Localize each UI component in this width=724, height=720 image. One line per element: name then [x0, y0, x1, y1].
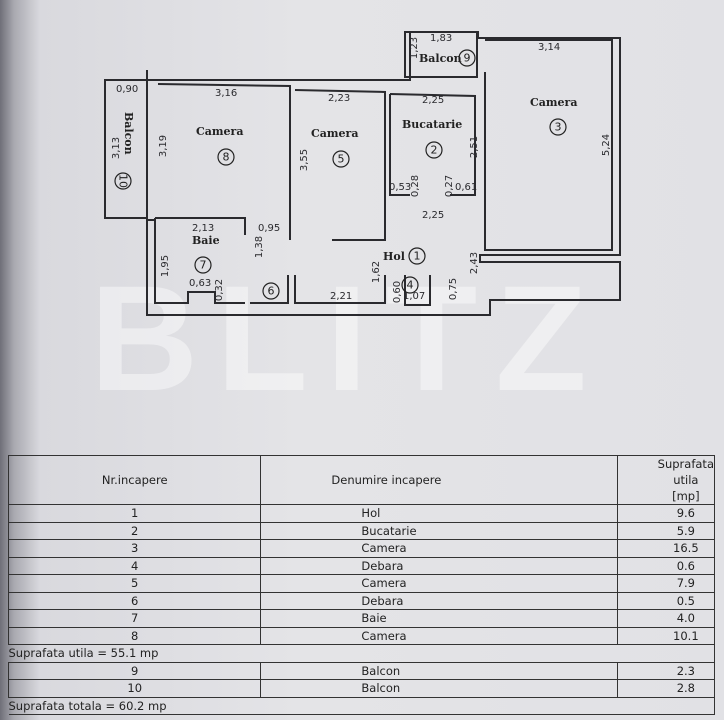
svg-text:2,43: 2,43: [469, 252, 480, 274]
room-area-cell: 10.1: [616, 626, 716, 645]
dimension-labels: 1,83 3,14 1,23 0,90 3,16 2,23 2,25 5,24 …: [111, 33, 612, 303]
room-area-cell: 0.6: [616, 556, 716, 575]
room-number-cell: 9: [7, 661, 262, 680]
watermark-logo: BLITZ: [90, 254, 605, 422]
svg-text:0,27: 0,27: [444, 175, 455, 197]
svg-text:3,16: 3,16: [215, 88, 237, 99]
room-name-2: Bucatarie: [402, 118, 462, 131]
room-name-cell: Camera: [260, 539, 618, 558]
svg-text:0,95: 0,95: [258, 223, 280, 234]
room-number-7: 7: [200, 259, 207, 272]
svg-text:1,62: 1,62: [371, 261, 382, 283]
room-name-3: Camera: [530, 96, 577, 109]
svg-text:0,60: 0,60: [392, 281, 403, 303]
svg-text:2,25: 2,25: [422, 95, 444, 106]
floor-plan: BLITZ Camera 8 Camera 5 Bucatarie 2 Came…: [90, 31, 621, 422]
svg-text:3,19: 3,19: [158, 135, 169, 157]
svg-text:2,51: 2,51: [469, 136, 480, 158]
svg-text:1,95: 1,95: [160, 255, 171, 277]
room-number-6: 6: [268, 285, 275, 298]
room-area-table: Nr.incapere Denumire incapere Suprafata …: [7, 455, 716, 715]
svg-text:0,75: 0,75: [448, 278, 459, 300]
room-area-cell: 4.0: [616, 609, 716, 628]
room-name-8: Camera: [196, 125, 243, 138]
room-number-1: 1: [414, 250, 421, 263]
table-header: Nr.incapere Denumire incapere Suprafata …: [7, 455, 716, 505]
room-name-10: Balcon: [122, 112, 135, 155]
room-number-cell: 5: [7, 574, 262, 593]
room-area-cell: 2.8: [616, 679, 716, 698]
svg-text:3,13: 3,13: [111, 137, 122, 159]
room-number-8: 8: [223, 151, 230, 164]
svg-text:1,38: 1,38: [254, 236, 265, 258]
room-number-cell: 6: [7, 591, 262, 610]
subtotal-row: Suprafata utila = 55.1 mp: [8, 644, 715, 663]
room-area-cell: 7.9: [616, 574, 716, 593]
balcony-10-outline: [104, 79, 148, 219]
svg-text:2,23: 2,23: [328, 93, 350, 104]
svg-text:0,90: 0,90: [116, 84, 138, 95]
room-name-cell: Baie: [260, 609, 618, 628]
room-name-5: Camera: [311, 127, 358, 140]
svg-text:0,61: 0,61: [455, 182, 477, 193]
svg-text:1,07: 1,07: [403, 291, 425, 302]
room-number-cell: 7: [7, 609, 262, 628]
svg-text:1,23: 1,23: [409, 37, 420, 59]
svg-text:2,13: 2,13: [192, 223, 214, 234]
room-number-4: 4: [407, 279, 414, 292]
room-name-7: Baie: [192, 234, 220, 247]
room-name-9: Balcon: [419, 52, 462, 65]
room-number-9: 9: [464, 52, 471, 65]
room-area-cell: 5.9: [616, 521, 716, 540]
room-name-cell: Camera: [260, 574, 618, 593]
room-number-10: 10: [117, 174, 130, 188]
room-area-cell: 0.5: [616, 591, 716, 610]
room-name-cell: Balcon: [260, 679, 618, 698]
balcony-9-outline: [404, 31, 478, 78]
room-area-cell: 2.3: [616, 661, 716, 680]
room-number-5: 5: [338, 153, 345, 166]
room-name-cell: Bucatarie: [260, 521, 618, 540]
room-number-3: 3: [555, 121, 562, 134]
room-name-cell: Balcon: [260, 661, 618, 680]
svg-text:1,83: 1,83: [430, 33, 452, 44]
svg-text:2,25: 2,25: [422, 210, 444, 221]
room-name-cell: Camera: [260, 626, 618, 645]
svg-text:3,14: 3,14: [538, 42, 560, 53]
room-name-cell: Debara: [260, 556, 618, 575]
room-number-2: 2: [431, 144, 438, 157]
svg-text:3,55: 3,55: [299, 149, 310, 171]
room-number-cell: 10: [7, 679, 262, 698]
walls: [104, 31, 621, 316]
svg-text:0,28: 0,28: [410, 175, 421, 197]
room-number-cell: 4: [7, 556, 262, 575]
room-number-cell: 2: [7, 521, 262, 540]
room-area-cell: 9.6: [616, 504, 716, 523]
svg-text:0,53: 0,53: [389, 182, 411, 193]
svg-text:0,32: 0,32: [214, 279, 225, 301]
svg-text:2,21: 2,21: [330, 291, 352, 302]
total-row: Suprafata totala = 60.2 mp: [8, 696, 715, 715]
room-name-cell: Hol: [260, 504, 618, 523]
svg-text:5,24: 5,24: [601, 134, 612, 156]
room-number-cell: 8: [7, 626, 262, 645]
room-name-1: Hol: [383, 250, 405, 263]
room-area-cell: 16.5: [616, 539, 716, 558]
room-number-cell: 1: [7, 504, 262, 523]
room-number-cell: 3: [7, 539, 262, 558]
room-name-cell: Debara: [260, 591, 618, 610]
svg-text:0,63: 0,63: [189, 278, 211, 289]
